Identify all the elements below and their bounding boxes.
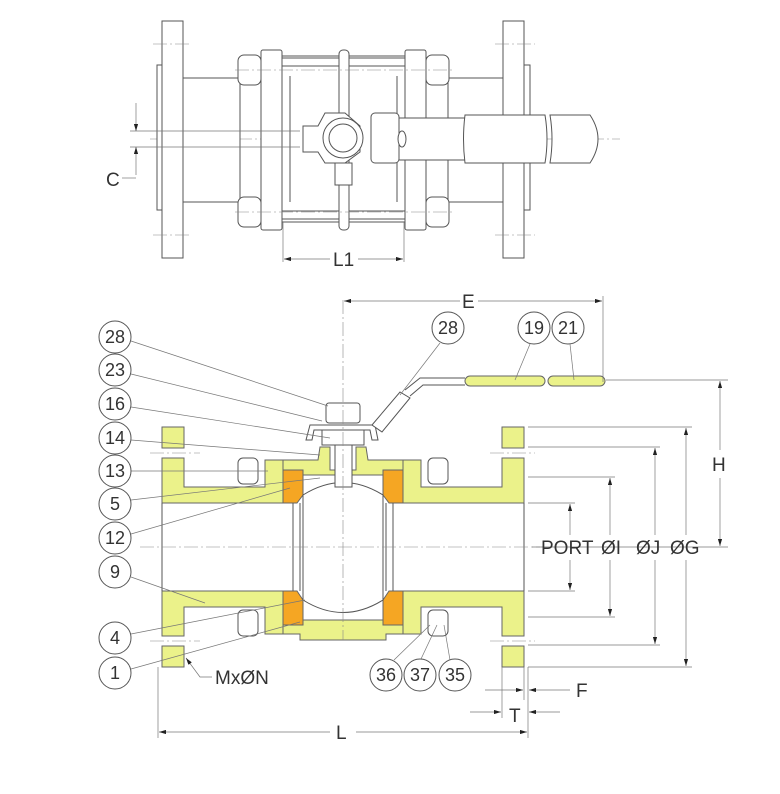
dim-port-label: PORT	[541, 538, 594, 559]
left-pipe	[182, 77, 241, 203]
callout-13: 13	[98, 454, 132, 488]
dim-g-label: ØG	[670, 538, 700, 559]
svg-text:37: 37	[410, 665, 430, 685]
dim-l1-label: L1	[333, 250, 354, 271]
stem	[334, 444, 353, 488]
callout-23: 23	[98, 353, 132, 387]
stem-top	[328, 123, 358, 153]
callout-16: 16	[98, 387, 132, 421]
left-body-plate	[260, 49, 283, 231]
front-section-view: E H PORT ØI ØJ ØG F T L MxØN	[130, 292, 728, 744]
top-view: C L1	[106, 20, 620, 271]
svg-text:36: 36	[376, 665, 396, 685]
callout-35: 35	[438, 658, 472, 692]
callout-19: 19	[517, 311, 551, 345]
svg-text:16: 16	[105, 394, 125, 414]
svg-text:4: 4	[110, 628, 120, 648]
callout-28-handle: 28	[431, 311, 465, 345]
callout-12: 12	[98, 521, 132, 555]
callout-14: 14	[98, 421, 132, 455]
callout-leaders	[130, 340, 575, 670]
handle-grip-19	[464, 375, 546, 387]
callout-37: 37	[403, 658, 437, 692]
dim-i-label: ØI	[601, 538, 621, 559]
handle-arm	[371, 391, 411, 433]
dim-f-label: F	[576, 681, 588, 702]
callout-1: 1	[98, 656, 132, 690]
dim-e-label: E	[462, 292, 475, 313]
svg-text:28: 28	[438, 318, 458, 338]
callouts-left: 28 23 16 14 13 5 12 9 4 1	[98, 320, 132, 690]
svg-text:21: 21	[558, 318, 578, 338]
bolt-nuts	[235, 54, 452, 228]
seat-left-top	[282, 469, 304, 504]
dim-t-label: T	[509, 706, 521, 727]
dim-c-label: C	[106, 170, 120, 191]
svg-text:35: 35	[445, 665, 465, 685]
callout-21: 21	[551, 311, 585, 345]
handle-grip-2	[549, 114, 599, 164]
svg-text:1: 1	[110, 663, 120, 683]
left-end-cap	[161, 426, 284, 504]
callout-4: 4	[98, 621, 132, 655]
svg-text:28: 28	[105, 327, 125, 347]
svg-text:19: 19	[524, 318, 544, 338]
svg-text:5: 5	[110, 494, 120, 514]
handle-grip-1	[463, 114, 548, 164]
left-flange	[161, 20, 184, 259]
callout-5: 5	[98, 487, 132, 521]
svg-text:13: 13	[105, 461, 125, 481]
dim-h-label: H	[712, 455, 726, 476]
right-end-cap	[402, 426, 525, 504]
svg-text:12: 12	[105, 528, 125, 548]
dim-l-label: L	[336, 723, 347, 744]
handle-bar	[398, 117, 466, 161]
svg-text:9: 9	[110, 562, 120, 582]
handle-grip-21	[547, 375, 606, 387]
svg-text:23: 23	[105, 360, 125, 380]
handle-plate	[305, 424, 379, 441]
callouts-bottom: 36 37 35	[369, 658, 472, 692]
dim-j-label: ØJ	[636, 538, 660, 559]
callout-36: 36	[369, 658, 403, 692]
bolt-holes-label: MxØN	[215, 668, 269, 689]
seat-left-bottom	[282, 590, 304, 626]
callout-9: 9	[98, 555, 132, 589]
callout-28: 28	[98, 320, 132, 354]
svg-text:14: 14	[105, 428, 125, 448]
callouts-top: 28 19 21	[431, 311, 585, 345]
